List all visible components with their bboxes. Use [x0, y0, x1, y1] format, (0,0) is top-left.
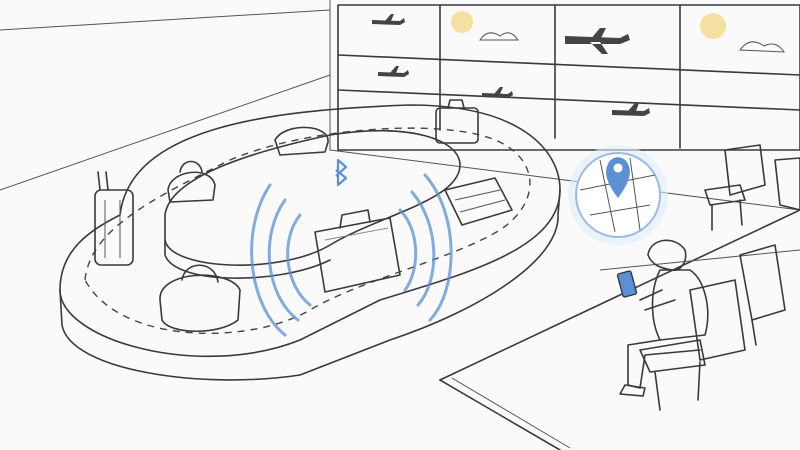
hard-case	[444, 177, 513, 226]
map-pin-icon	[606, 157, 630, 198]
luggage-items	[94, 99, 513, 333]
sun-icon	[700, 13, 726, 39]
bluetooth-signal-waves	[250, 173, 453, 337]
airport-window	[337, 4, 800, 151]
duffel-bag	[167, 160, 216, 203]
gym-bag	[159, 264, 241, 333]
tracked-suitcase	[314, 209, 401, 293]
smartphone-icon	[616, 270, 638, 298]
airplane-icon	[372, 14, 650, 116]
suitcase-upright	[94, 171, 134, 266]
small-suitcase	[435, 99, 479, 144]
location-map-bubble	[568, 145, 668, 245]
soft-bag	[274, 126, 329, 156]
sun-icon	[451, 11, 473, 33]
waiting-chairs	[639, 144, 800, 411]
bluetooth-icon	[335, 158, 348, 187]
baggage-carousel	[59, 104, 561, 381]
traveler-with-phone	[616, 239, 709, 397]
